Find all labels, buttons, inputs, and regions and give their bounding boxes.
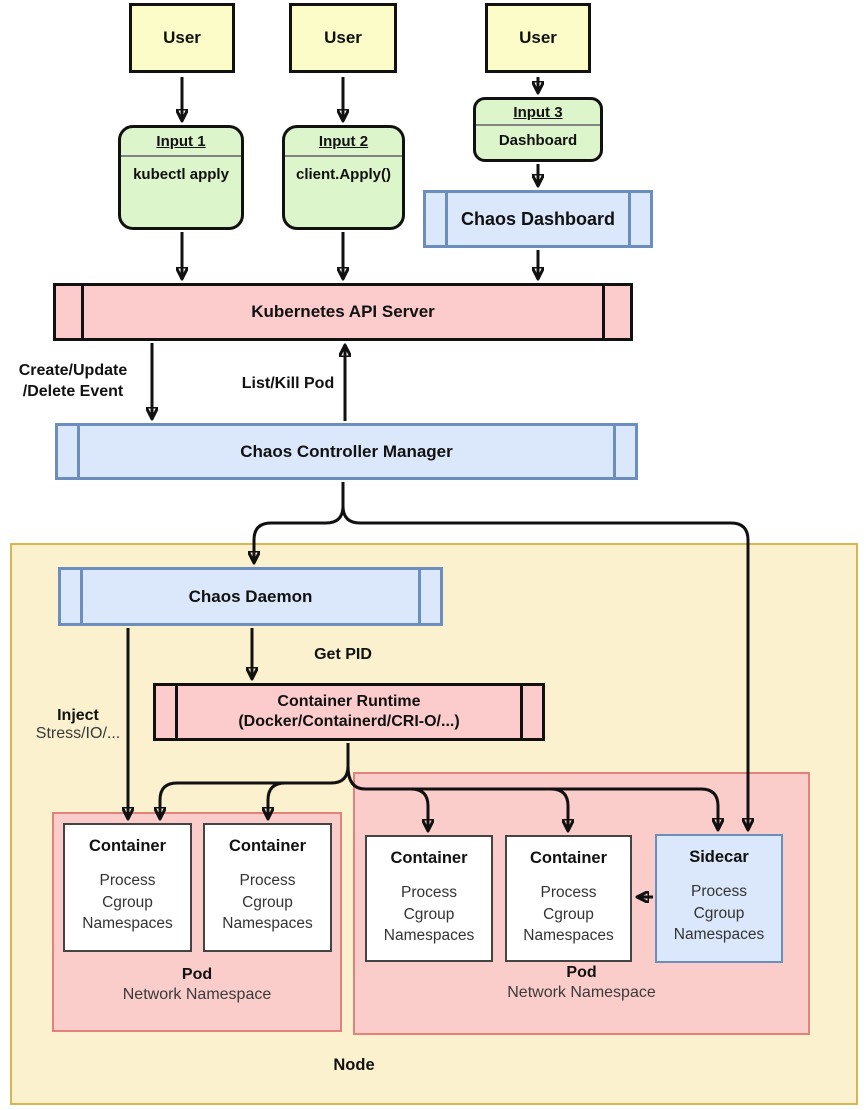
input-2-body: client.Apply() <box>295 166 391 183</box>
create-update-delete-label: Create/Update /Delete Event <box>18 362 128 400</box>
chaos-daemon-box: Chaos Daemon <box>58 567 443 626</box>
pod2-container-2: Container Process Cgroup Namespaces <box>505 835 632 962</box>
pod1-container-2: Container Process Cgroup Namespaces <box>203 823 332 952</box>
chaos-daemon-label: Chaos Daemon <box>188 586 313 606</box>
sidecar-box: Sidecar Process Cgroup Namespaces <box>655 834 783 963</box>
component-bar-icon <box>80 570 83 623</box>
container-title: Container <box>88 837 166 855</box>
component-bar-icon <box>81 286 84 338</box>
component-bar-icon <box>445 193 448 245</box>
chaos-controller-manager-label: Chaos Controller Manager <box>240 441 453 461</box>
user-box-2: User <box>289 3 397 73</box>
container-body: Process Cgroup Namespaces <box>523 884 614 945</box>
component-bar-icon <box>175 686 178 738</box>
user-box-1: User <box>129 3 235 73</box>
component-bar-icon <box>77 426 80 477</box>
chaos-dashboard-box: Chaos Dashboard <box>423 190 653 248</box>
component-bar-icon <box>613 426 616 477</box>
inject-label: Inject <box>57 707 99 724</box>
pod2-container-1: Container Process Cgroup Namespaces <box>365 835 493 962</box>
container-title: Container <box>390 849 468 867</box>
chaos-controller-manager-box: Chaos Controller Manager <box>55 423 638 480</box>
get-pid-label: Get PID <box>314 646 372 663</box>
input-1-body: kubectl apply <box>133 166 229 183</box>
chaos-dashboard-label: Chaos Dashboard <box>460 208 616 229</box>
pod-2-sublabel: Network Namespace <box>507 984 656 1001</box>
input-3-body: Dashboard <box>498 132 578 149</box>
sidecar-title: Sidecar <box>689 848 749 866</box>
inject-sublabel: Stress/IO/... <box>35 725 121 742</box>
node-label: Node <box>333 1056 375 1074</box>
pod-1-sublabel: Network Namespace <box>122 986 272 1003</box>
container-runtime-box: Container Runtime (Docker/Containerd/CRI… <box>153 683 545 741</box>
user-1-label: User <box>163 28 201 47</box>
user-2-label: User <box>324 28 362 47</box>
pod-1-label: Pod <box>181 966 213 983</box>
container-body: Process Cgroup Namespaces <box>222 872 313 933</box>
container-body: Process Cgroup Namespaces <box>383 884 475 945</box>
component-bar-icon <box>628 193 631 245</box>
user-box-3: User <box>485 3 591 73</box>
input-3-box: Input 3 Dashboard <box>473 97 603 162</box>
input-3-title: Input 3 <box>476 100 600 126</box>
input-1-title: Input 1 <box>121 128 241 157</box>
pod-2-label-group: Pod Network Namespace <box>353 964 810 1002</box>
kubernetes-api-server-box: Kubernetes API Server <box>53 283 633 341</box>
container-body: Process Cgroup Namespaces <box>82 872 173 933</box>
component-bar-icon <box>602 286 605 338</box>
container-title: Container <box>529 849 607 867</box>
input-2-title: Input 2 <box>285 128 402 157</box>
input-2-box: Input 2 client.Apply() <box>282 125 405 230</box>
list-kill-pod-label: List/Kill Pod <box>241 375 335 392</box>
pod1-container-1: Container Process Cgroup Namespaces <box>63 823 192 952</box>
container-title: Container <box>228 837 306 855</box>
sidecar-body: Process Cgroup Namespaces <box>673 883 765 944</box>
inject-label-group: Inject Stress/IO/... <box>22 707 134 743</box>
container-runtime-label: Container Runtime (Docker/Containerd/CRI… <box>238 693 460 730</box>
user-3-label: User <box>519 28 557 47</box>
component-bar-icon <box>520 686 523 738</box>
pod-2-label: Pod <box>566 964 597 981</box>
pod-1-label-group: Pod Network Namespace <box>52 966 342 1004</box>
kubernetes-api-server-label: Kubernetes API Server <box>251 302 435 321</box>
component-bar-icon <box>418 570 421 623</box>
input-1-box: Input 1 kubectl apply <box>118 125 244 230</box>
